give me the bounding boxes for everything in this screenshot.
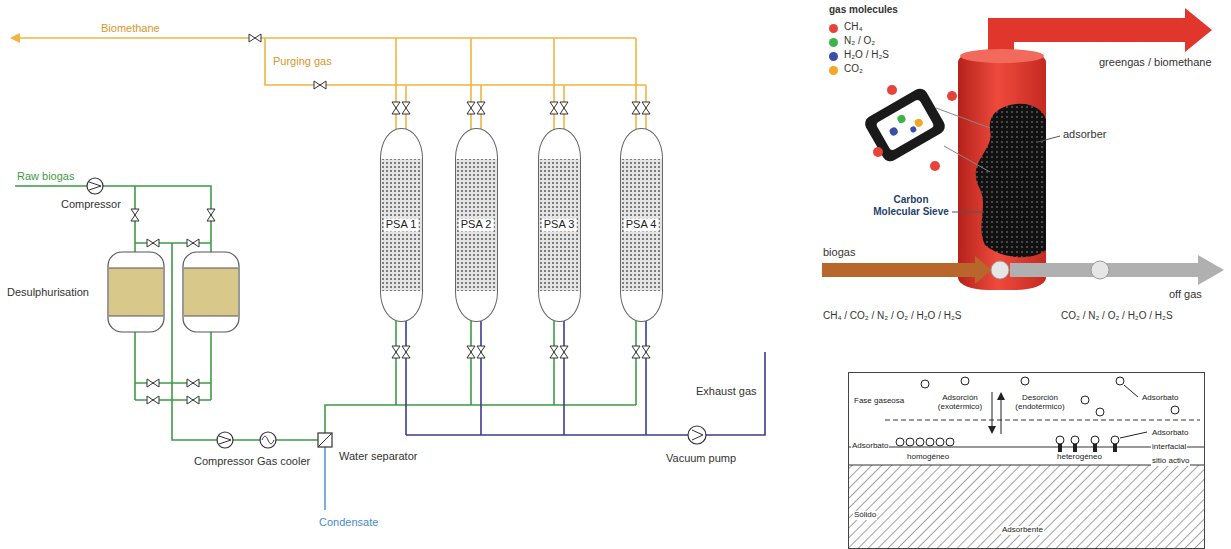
node-text: interfacial [1151, 443, 1187, 452]
node-text: PSA 2 [459, 218, 494, 231]
node-text: Adsorbato [851, 442, 889, 451]
text-label: Water separator [338, 450, 418, 463]
node-text: Adsorbato [1141, 394, 1179, 403]
legend-text: CO₂ [843, 63, 864, 75]
gas-pipes [18, 38, 646, 130]
text-label: Purging gas [272, 55, 333, 68]
node-text: Adsorbente [1001, 526, 1044, 535]
legend-text: H₂O / H₂S [843, 49, 890, 61]
vacuum-pipes [406, 320, 765, 435]
node-text: Adsorción (exotérmico) [931, 394, 989, 412]
adsorption-figure: Fase gaseosa Adsorción (exotérmico) Desorc… [848, 372, 1205, 549]
psa-column: PSA 4 [620, 128, 663, 322]
text-label: greengas / biomethane [1098, 56, 1213, 69]
psa-column: PSA 1 [380, 128, 423, 322]
feed-pipes [15, 186, 636, 440]
node-text: Desorción (endotérmico) [1009, 394, 1071, 412]
text-label: Compressor [193, 455, 255, 468]
node-text: PSA 4 [624, 218, 659, 231]
legend-swatch [829, 38, 838, 47]
text-label: Biomethane [100, 22, 161, 35]
legend-text: CH₄ [843, 21, 864, 33]
text-label: Desulphurisation [6, 286, 90, 299]
text-label: adsorber [1062, 128, 1107, 141]
text-label: CO₂ / N₂ / O₂ / H₂O / H₂S [1060, 310, 1174, 322]
text-label: Condensate [318, 516, 379, 529]
legend-swatch [829, 24, 838, 33]
node-text: homogéneo [906, 453, 950, 462]
text-label: gas molecules [828, 4, 899, 16]
legend-text: N₂ / O₂ [843, 35, 876, 47]
node-text: sitio activo [1151, 457, 1190, 466]
text-label: Raw biogas [16, 170, 75, 183]
node-text: PSA 3 [542, 218, 577, 231]
text-label: Exhaust gas [695, 385, 758, 398]
text-label: Gas cooler [256, 455, 311, 468]
node-text: heterogéneo [1056, 453, 1103, 462]
text-label: Carbon Molecular Sieve [872, 194, 950, 217]
node-text: Fase gaseosa [853, 397, 905, 406]
legend-swatch [829, 52, 838, 61]
text-label: Compressor [60, 198, 122, 211]
psa-column: PSA 3 [538, 128, 581, 322]
text-label: biogas [822, 246, 856, 259]
node-text: Sólido [853, 511, 877, 520]
adsorber-illustration [822, 8, 1224, 290]
psa-column: PSA 2 [455, 128, 498, 322]
text-label: off gas [1168, 288, 1203, 301]
text-label: CH₄ / CO₂ / N₂ / O₂ / H₂O / H₂S [822, 310, 963, 322]
legend-swatch [829, 66, 838, 75]
node-text: PSA 1 [384, 218, 419, 231]
text-label: Vacuum pump [665, 452, 737, 465]
adsorption-sketch [848, 377, 1205, 549]
node-text: Adsorbato [1151, 429, 1189, 438]
